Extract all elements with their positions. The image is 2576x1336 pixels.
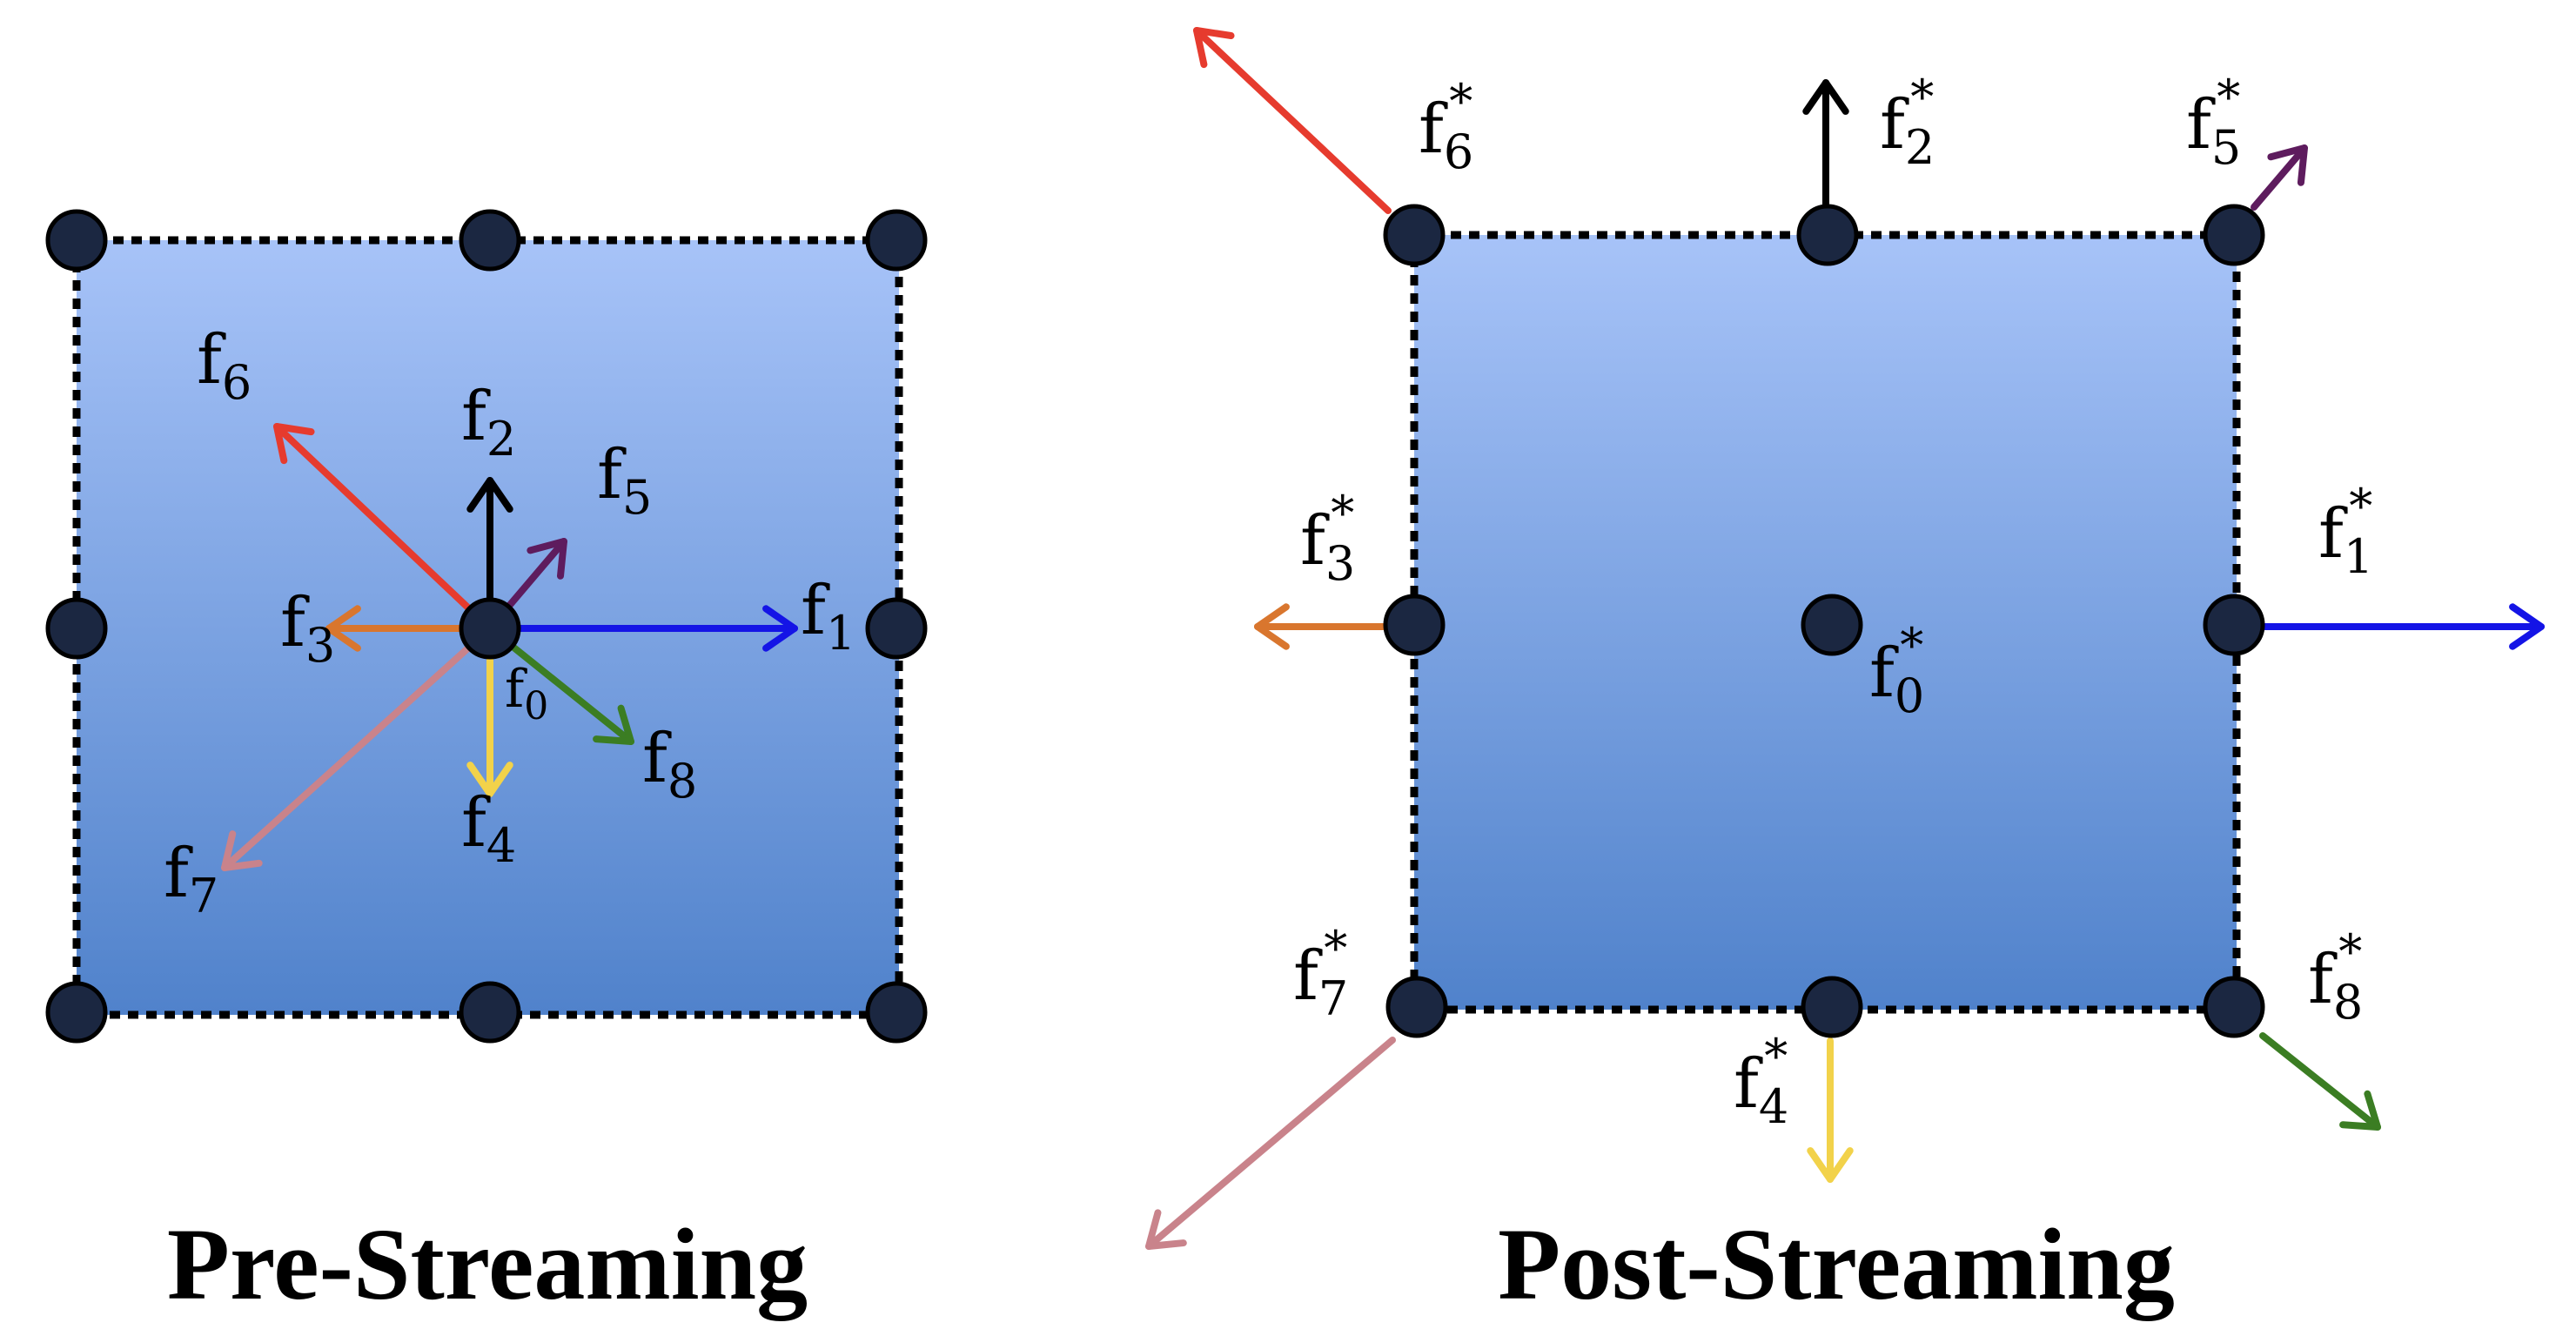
post-label-f7: f7* <box>1293 921 1348 1026</box>
pre-node <box>865 209 928 272</box>
arrow-head <box>273 423 315 465</box>
post-arrow-f4 <box>1807 1037 1854 1183</box>
post-label-f3: f3* <box>1300 486 1355 591</box>
arrow-shaft <box>1145 1037 1396 1250</box>
post-node <box>1383 204 1446 266</box>
arrow-shaft <box>221 625 493 871</box>
arrow-head <box>1802 79 1849 115</box>
pre-node-center <box>459 597 521 660</box>
arrow-head <box>2509 603 2545 650</box>
arrow-head <box>1145 1209 1187 1250</box>
pre-label-f0: f0 <box>505 659 548 728</box>
post-label-f8: f8* <box>2308 924 2363 1030</box>
post-label-f2: f2* <box>1880 70 1935 175</box>
arrow-head <box>1254 603 1290 650</box>
arrow-head <box>762 605 798 652</box>
arrow-head <box>1807 1147 1854 1183</box>
post-streaming-title: Post-Streaming <box>1498 1207 2175 1321</box>
post-label-f4: f4* <box>1734 1029 1788 1134</box>
pre-arrow-f7 <box>221 625 493 871</box>
arrow-head <box>593 704 634 745</box>
arrow-shaft <box>2251 144 2308 211</box>
pre-arrow-f1 <box>486 605 798 652</box>
pre-node <box>45 597 108 660</box>
pre-label-f6: f6 <box>197 321 252 410</box>
pre-label-f2: f2 <box>461 378 516 467</box>
post-node <box>1383 594 1446 656</box>
post-node <box>1385 976 1448 1038</box>
arrow-shaft <box>273 423 493 632</box>
pre-node <box>865 597 928 660</box>
pre-arrow-f6 <box>273 423 493 632</box>
post-arrow-f5 <box>2251 144 2308 211</box>
pre-streaming-title: Pre-Streaming <box>167 1207 808 1321</box>
post-label-f0: f0* <box>1869 618 1924 723</box>
pre-label-f8: f8 <box>642 720 697 809</box>
post-arrow-f8 <box>2259 1032 2381 1131</box>
post-node <box>2203 204 2265 266</box>
pre-label-f5: f5 <box>597 436 652 525</box>
post-node <box>1801 976 1863 1038</box>
pre-label-f7: f7 <box>164 835 218 923</box>
pre-node <box>459 981 521 1044</box>
arrow-head <box>325 605 361 652</box>
pre-label-f4: f4 <box>461 784 516 873</box>
post-arrow-f6 <box>1193 27 1392 214</box>
post-node <box>2203 976 2265 1038</box>
pre-node <box>45 209 108 272</box>
post-label-f6: f6* <box>1419 74 1473 179</box>
arrow-head <box>221 830 263 871</box>
post-arrow-f7 <box>1145 1037 1396 1250</box>
post-node <box>2203 594 2265 656</box>
pre-label-f3: f3 <box>280 584 335 673</box>
arrow-head <box>527 538 567 580</box>
pre-node <box>865 981 928 1044</box>
post-arrow-f1 <box>2259 603 2545 650</box>
arrow-head <box>2267 144 2308 186</box>
pre-label-f1: f1 <box>801 572 855 661</box>
arrow-shaft <box>2259 1032 2381 1131</box>
post-node <box>1796 204 1859 266</box>
arrow-head <box>466 762 513 797</box>
arrow-shaft <box>1193 27 1392 214</box>
post-label-f5: f5* <box>2186 70 2241 175</box>
arrow-head <box>1193 27 1235 69</box>
arrow-head <box>466 477 513 513</box>
post-node-center <box>1801 594 1863 656</box>
post-label-f1: f1* <box>2318 479 2373 584</box>
post-streaming-panel: f6* f2* f5* f3* f1* f0* f7* f8* f4* Post-Streamin… <box>1145 27 2545 1321</box>
post-arrow-f3 <box>1254 603 1392 650</box>
post-arrow-f2 <box>1802 79 1849 211</box>
pre-node <box>45 981 108 1044</box>
arrow-head <box>2339 1090 2381 1131</box>
pre-node <box>459 209 521 272</box>
